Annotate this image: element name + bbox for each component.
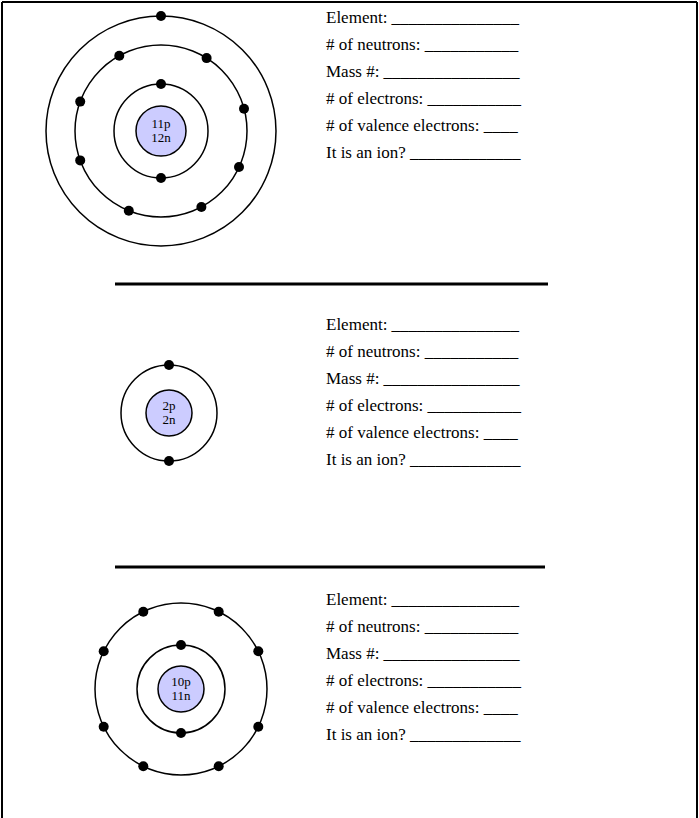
form-field: It is an ion? _____________	[326, 143, 521, 163]
frame-line	[2, 1, 697, 3]
form-field: Element: _______________	[326, 8, 519, 28]
electron-shell	[95, 603, 267, 775]
form-field: Mass #: ________________	[326, 62, 520, 82]
form-field: # of valence electrons: ____	[326, 116, 518, 136]
nucleus-outline	[136, 106, 186, 156]
form-field: # of neutrons: ___________	[326, 342, 518, 362]
electron	[176, 728, 186, 738]
electron	[99, 646, 109, 656]
nucleus: 10p11n	[157, 665, 205, 713]
form-field: Element: _______________	[326, 590, 519, 610]
electron	[99, 722, 109, 732]
particle-count: 10p	[171, 675, 191, 689]
electron-shell	[137, 645, 225, 733]
nucleus: 11p12n	[135, 105, 187, 157]
form-field: It is an ion? _____________	[326, 450, 521, 470]
nucleus-content: 10p11n	[157, 665, 205, 713]
particle-count: 2n	[163, 413, 176, 427]
frame-line	[696, 2, 698, 818]
form-field: # of electrons: ___________	[326, 671, 521, 691]
electron	[196, 202, 206, 212]
electron	[253, 646, 263, 656]
electron	[239, 104, 249, 114]
electron	[214, 761, 224, 771]
separator-line	[115, 283, 548, 286]
particle-count: 11n	[171, 689, 190, 703]
nucleus-content: 2p2n	[145, 389, 193, 437]
electron-shell	[46, 16, 276, 246]
electron	[176, 640, 186, 650]
electron	[124, 206, 134, 216]
form-field: Mass #: ________________	[326, 644, 520, 664]
electron	[164, 360, 174, 370]
particle-count: 2p	[163, 399, 176, 413]
form-field: # of valence electrons: ____	[326, 423, 518, 443]
electron-shell	[121, 365, 217, 461]
electron	[114, 51, 124, 61]
nucleus-outline	[146, 390, 192, 436]
electron	[164, 456, 174, 466]
frame-line	[1, 2, 3, 818]
electron	[202, 53, 212, 63]
electron	[138, 761, 148, 771]
electron-shell	[114, 84, 208, 178]
form-field: Mass #: ________________	[326, 369, 520, 389]
electron	[156, 79, 166, 89]
particle-count: 12n	[151, 131, 171, 145]
electron	[156, 173, 166, 183]
form-field: It is an ion? _____________	[326, 725, 521, 745]
nucleus-outline	[158, 666, 204, 712]
electron	[138, 607, 148, 617]
nucleus-content: 11p12n	[135, 105, 187, 157]
electron-shell	[75, 45, 247, 217]
nucleus: 2p2n	[145, 389, 193, 437]
electron	[75, 155, 85, 165]
form-field: # of valence electrons: ____	[326, 698, 518, 718]
form-field: Element: _______________	[326, 315, 519, 335]
electron	[253, 722, 263, 732]
separator-line	[115, 566, 545, 569]
form-field: # of electrons: ___________	[326, 396, 521, 416]
form-field: # of neutrons: ___________	[326, 35, 518, 55]
electron	[234, 162, 244, 172]
electron	[214, 607, 224, 617]
particle-count: 11p	[151, 117, 170, 131]
form-field: # of electrons: ___________	[326, 89, 521, 109]
electron	[156, 11, 166, 21]
electron	[75, 97, 85, 107]
form-field: # of neutrons: ___________	[326, 617, 518, 637]
